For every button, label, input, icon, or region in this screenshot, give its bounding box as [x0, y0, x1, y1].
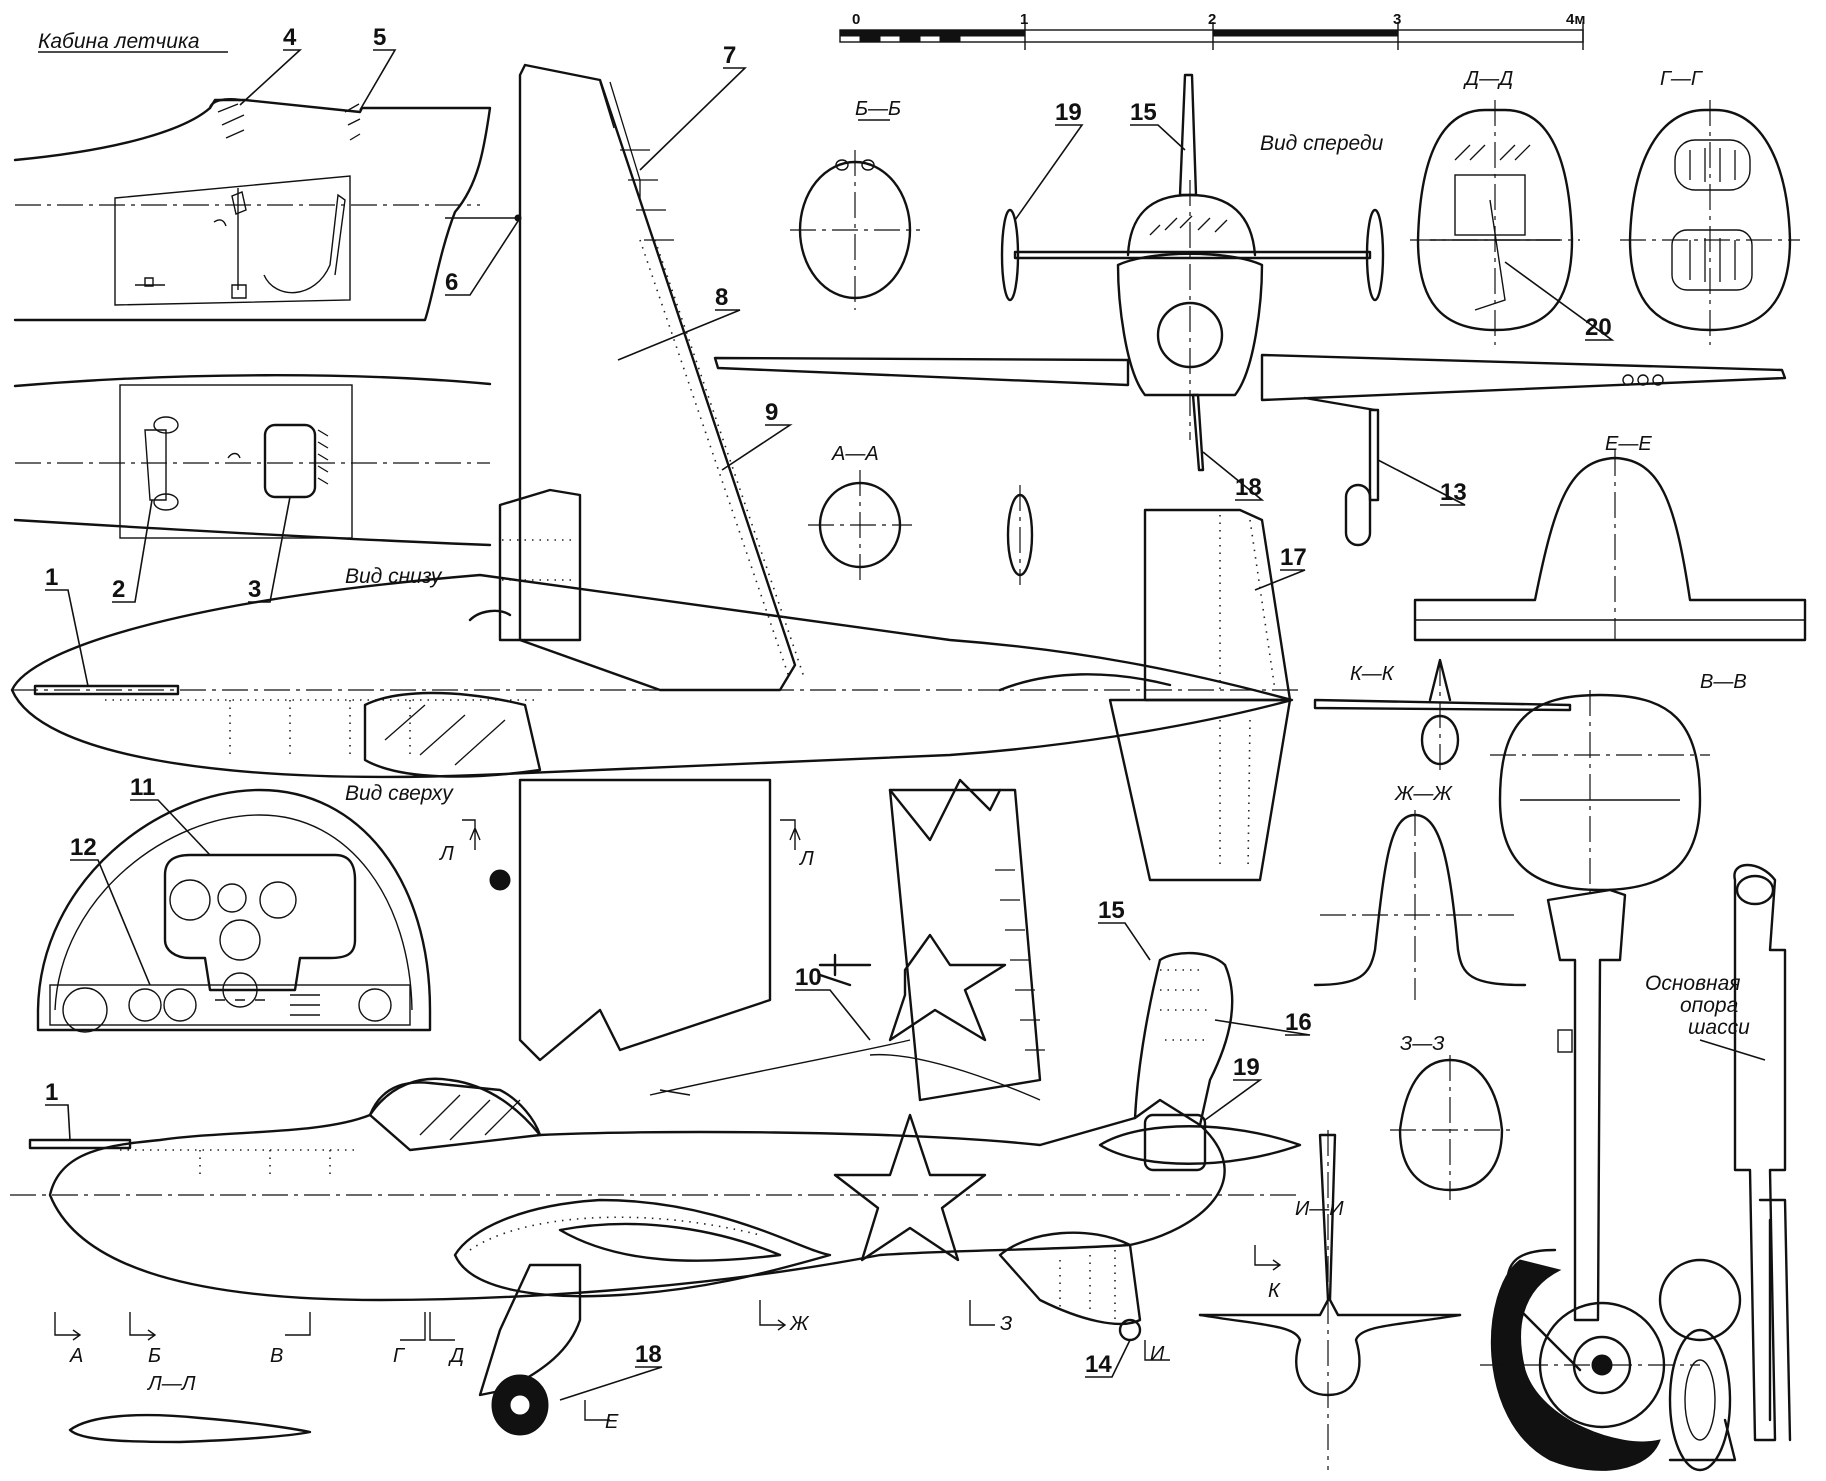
callout-12: 12 — [70, 834, 97, 861]
callout-5: 5 — [373, 24, 386, 51]
callout-14: 14 — [1085, 1351, 1112, 1378]
callout-4: 4 — [283, 24, 297, 51]
callout-15-front: 15 — [1130, 99, 1157, 126]
callout-15-side: 15 — [1098, 897, 1125, 924]
callout-2: 2 — [112, 576, 125, 603]
cut-mark-D: Д — [448, 1345, 464, 1367]
callout-19-side: 19 — [1233, 1054, 1260, 1081]
cut-mark-Z: З — [1000, 1313, 1012, 1335]
cut-mark-G: Г — [393, 1345, 406, 1367]
callout-7: 7 — [723, 42, 736, 69]
callouts: 1 1 2 3 4 5 6 7 8 9 10 11 12 — [45, 24, 1615, 1401]
section-II-title: И—И — [1295, 1198, 1344, 1220]
section-ZZ-title: З—З — [1400, 1033, 1445, 1055]
front-view-title: Вид спереди — [1260, 132, 1384, 155]
cockpit-title: Кабина летчика — [38, 30, 200, 53]
callout-13: 13 — [1440, 479, 1467, 506]
main-landing-gear: Основная опора шасси — [1480, 863, 1792, 1472]
scale-tick-0: 0 — [852, 11, 860, 28]
callout-1-side: 1 — [45, 1079, 58, 1106]
scale-tick-3: 3 — [1393, 11, 1401, 28]
callout-17: 17 — [1280, 544, 1307, 571]
callout-1-top: 1 — [45, 564, 58, 591]
section-EE: Е—Е — [1413, 433, 1807, 642]
callout-8: 8 — [715, 284, 728, 311]
cut-mark-V: В — [270, 1345, 283, 1367]
callout-9: 9 — [765, 399, 778, 426]
section-BB: Б—Б — [790, 98, 920, 310]
cut-mark-B: Б — [148, 1345, 161, 1367]
section-EE-title: Е—Е — [1605, 433, 1652, 455]
section-VV: В—В — [1490, 671, 1747, 900]
section-DD-title: Д—Д — [1463, 68, 1513, 90]
cut-mark-Zh: Ж — [789, 1313, 810, 1335]
section-GG-title: Г—Г — [1660, 68, 1704, 90]
section-II: И—И — [1198, 1130, 1462, 1470]
section-AA: А—А — [808, 443, 1034, 585]
section-AA-title: А—А — [831, 443, 879, 465]
section-LL-title: Л—Л — [146, 1373, 196, 1395]
section-DD: Д—Д — [1410, 68, 1580, 345]
section-KK-title: К—К — [1350, 663, 1395, 685]
section-KK: К—К — [1313, 658, 1572, 775]
main-gear-label-line2: опора — [1680, 994, 1738, 1017]
scale-bar: 0 1 2 3 4м — [839, 11, 1585, 50]
section-GG: Г—Г — [1620, 68, 1800, 345]
scale-tick-2: 2 — [1208, 11, 1216, 28]
callout-6: 6 — [445, 269, 458, 296]
callout-10: 10 — [795, 964, 822, 991]
main-gear-label-line1: Основная — [1645, 972, 1740, 995]
callout-11: 11 — [130, 774, 155, 801]
section-ZZ: З—З — [1390, 1033, 1510, 1200]
cut-mark-K: К — [1268, 1280, 1281, 1302]
section-LL: Л—Л — [68, 1373, 312, 1444]
top-view-title: Вид сверху — [345, 782, 454, 805]
callout-19-front: 19 — [1055, 99, 1082, 126]
cut-mark-E: Е — [605, 1411, 619, 1433]
top-view: Вид сверху Л Л — [10, 63, 1300, 1062]
cut-mark-L-right: Л — [798, 848, 814, 870]
cockpit-cutaway: Кабина летчика — [13, 30, 522, 322]
callout-3: 3 — [248, 576, 261, 603]
callout-18-side: 18 — [635, 1341, 662, 1368]
scale-tick-4m: 4м — [1566, 11, 1585, 28]
section-BB-title: Б—Б — [855, 98, 901, 120]
cut-mark-I: И — [1150, 1343, 1165, 1365]
bottom-view-title: Вид снизу — [345, 565, 443, 588]
instrument-panel — [36, 788, 432, 1033]
cut-mark-L-left: Л — [438, 843, 454, 865]
section-ZhZh: Ж—Ж — [1313, 783, 1527, 1000]
main-gear-label-line3: шасси — [1688, 1016, 1750, 1039]
section-VV-title: В—В — [1700, 671, 1747, 693]
cut-mark-A: А — [69, 1345, 83, 1367]
scale-tick-1: 1 — [1020, 11, 1028, 28]
front-view: Вид спереди — [713, 73, 1787, 547]
bottom-view-panel: Вид снизу — [13, 374, 492, 588]
section-ZhZh-title: Ж—Ж — [1394, 783, 1453, 805]
side-view: А Б В Г Д Ж З К И Е — [10, 778, 1302, 1436]
